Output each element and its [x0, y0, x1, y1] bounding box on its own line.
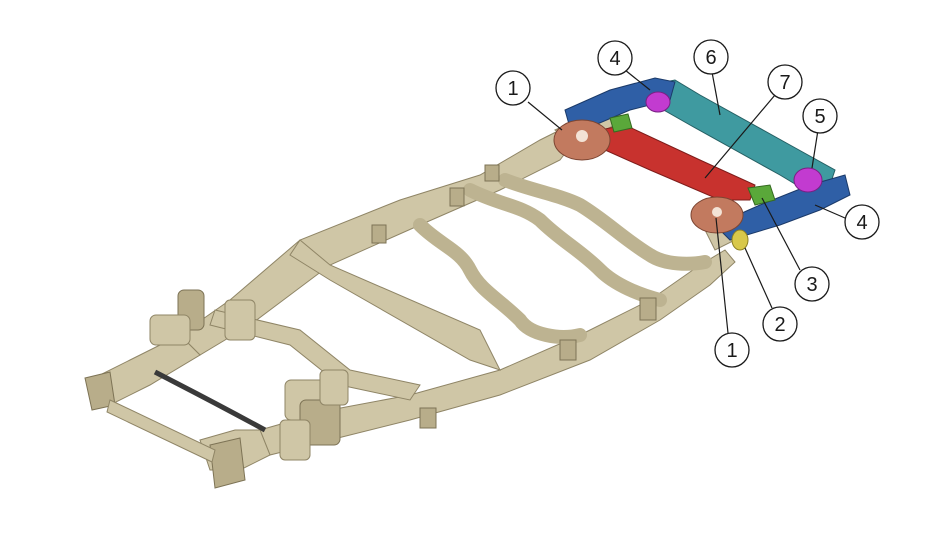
leader-1b: [715, 217, 729, 334]
green-bracket-left: [609, 113, 633, 133]
callout-label-c7: 7: [779, 72, 790, 94]
stabilizer-bar: [153, 369, 267, 433]
rail-bracket-2: [449, 187, 465, 207]
leader-7: [704, 94, 776, 179]
bushing-mount-right: [793, 167, 823, 193]
callout-circle-c5: [802, 98, 838, 134]
leader-5: [811, 129, 819, 169]
callout-label-c6: 6: [705, 47, 716, 69]
callout-label-c4a: 4: [609, 48, 620, 70]
callout-circle-c4a: [597, 40, 633, 76]
ladder-frame: [84, 104, 746, 489]
callout-label-c1a: 1: [507, 78, 518, 100]
leader-2: [744, 247, 773, 309]
leader-3: [761, 197, 801, 271]
crossmember-mid-3: [498, 173, 712, 271]
rail-bracket-5: [639, 297, 657, 321]
rail-bracket-1: [371, 224, 387, 244]
callout-label-c3: 3: [806, 274, 817, 296]
green-bracket-right: [747, 184, 776, 206]
yellow-mount: [731, 229, 749, 251]
front-crossbar: [106, 399, 216, 463]
callout-circle-c6: [693, 39, 729, 75]
rail-bracket-4: [559, 339, 577, 361]
callout-circle-c2: [762, 306, 798, 342]
leader-6: [711, 71, 721, 116]
mount-hole-left: [576, 130, 588, 142]
front-bumper-plate-right: [209, 437, 246, 489]
leader-4a: [624, 69, 651, 91]
callout-label-c1b: 1: [726, 340, 737, 362]
callout-group: 1 4 6 7 5 4 32 1: [495, 39, 880, 368]
callout-circle-c1a: [495, 70, 531, 106]
front-suspension-right: [279, 369, 349, 461]
center-crossmember-red: [599, 124, 756, 201]
front-suspension-left: [149, 289, 256, 346]
leader-4b: [814, 204, 846, 219]
mount-hole-right: [712, 207, 722, 217]
right-side-rail: [259, 249, 736, 456]
leader-1a: [527, 101, 563, 131]
callout-circle-c3: [794, 266, 830, 302]
callout-label-c5: 5: [814, 106, 825, 128]
callout-label-c4b: 4: [856, 212, 867, 234]
rail-bracket-6: [484, 164, 500, 182]
crossmember-front-straight: [289, 239, 501, 371]
callout-circle-c1b: [714, 332, 750, 368]
crossmember-mid-2: [463, 183, 667, 307]
callout-circle-c4b: [844, 204, 880, 240]
bushing-mount-left: [645, 91, 671, 113]
crossmember-mid-1: [413, 218, 587, 344]
callout-label-c2: 2: [774, 314, 785, 336]
rail-bracket-3: [419, 407, 437, 429]
leader-lines: [527, 69, 846, 334]
callout-circle-c7: [767, 64, 803, 100]
